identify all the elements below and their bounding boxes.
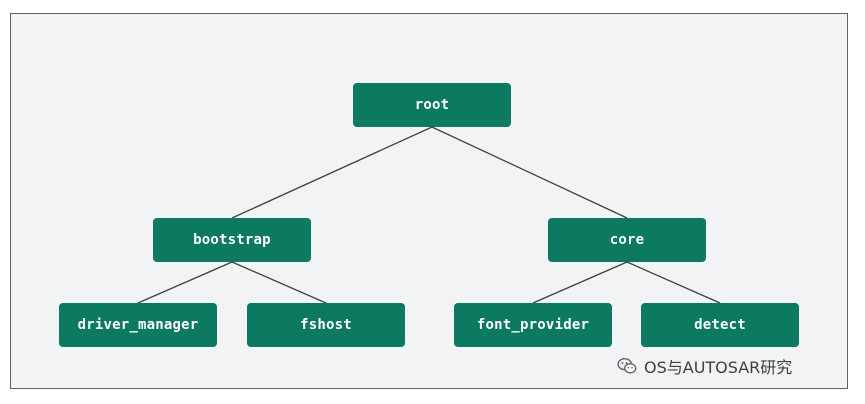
node-fshost: fshost (247, 303, 405, 347)
node-core: core (548, 218, 706, 262)
node-bootstrap: bootstrap (153, 218, 311, 262)
node-font-provider: font_provider (454, 303, 612, 347)
node-detect: detect (641, 303, 799, 347)
watermark-text: OS与AUTOSAR研究 (644, 358, 793, 377)
wechat-icon (617, 357, 637, 374)
node-root: root (353, 83, 511, 127)
node-driver-manager: driver_manager (59, 303, 217, 347)
watermark: OS与AUTOSAR研究 (616, 354, 792, 378)
